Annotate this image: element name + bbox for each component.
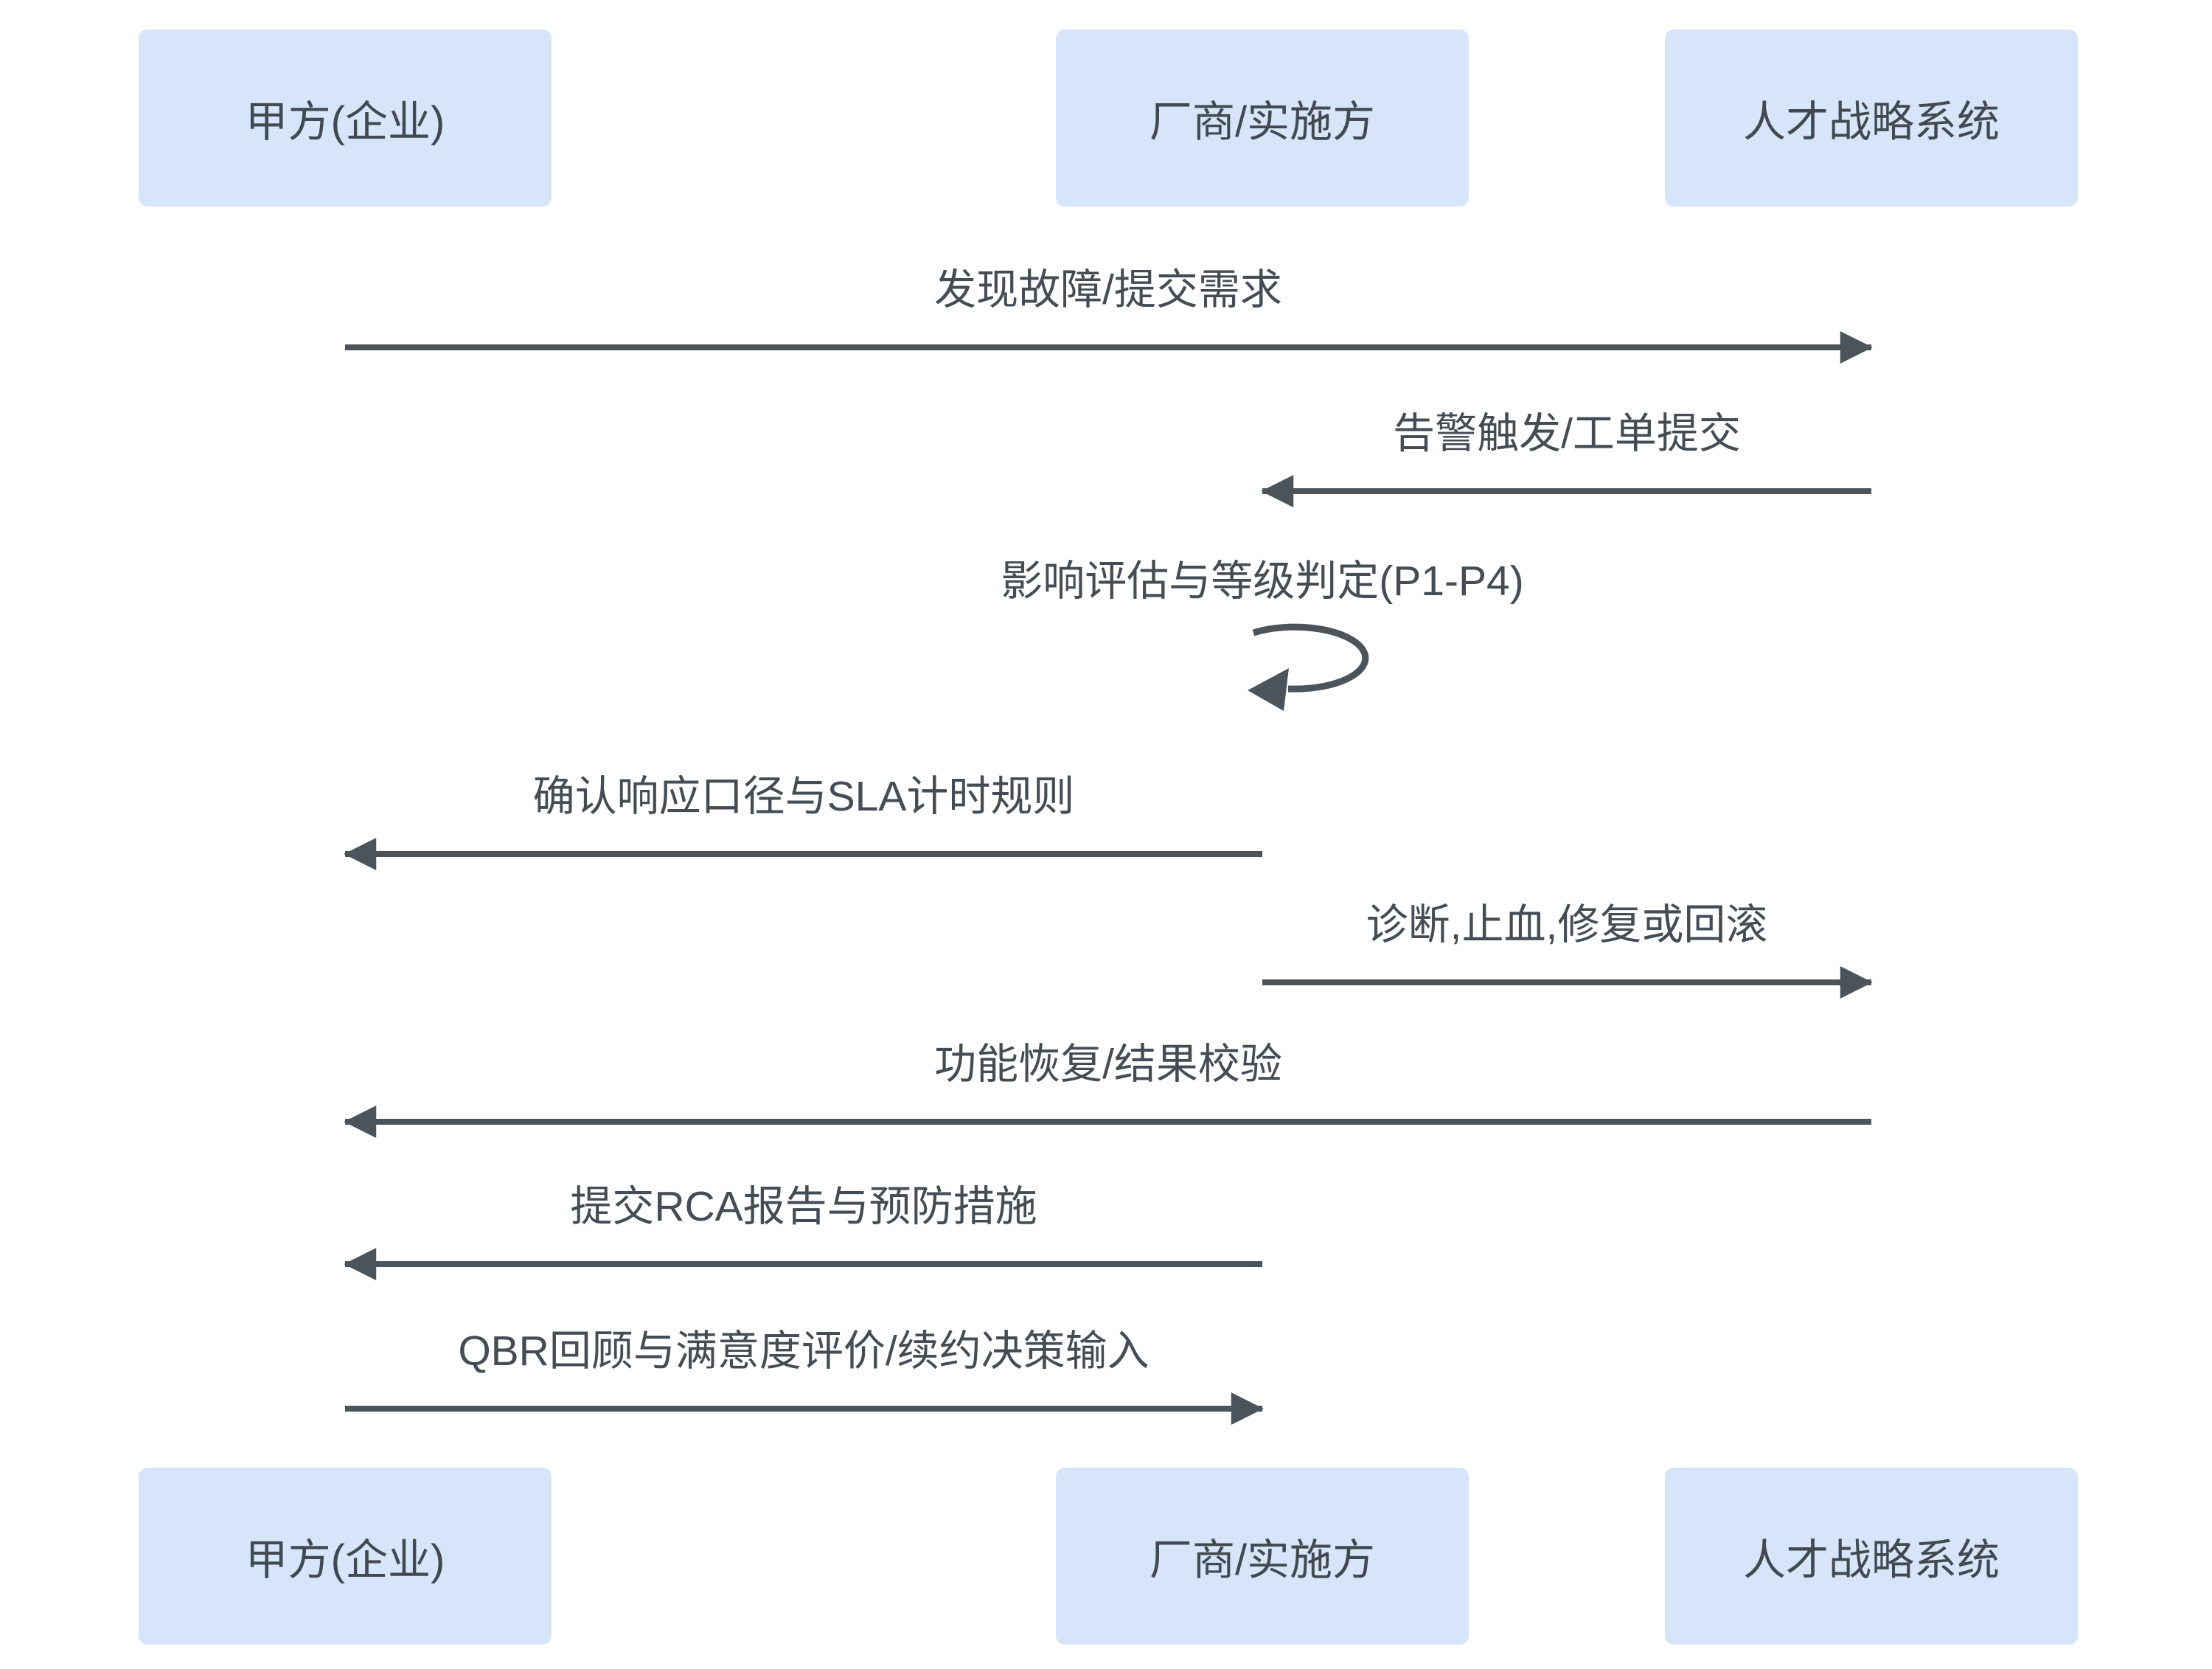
self-loop-arrowhead-icon — [1248, 668, 1289, 711]
actor-box-vendor-top: 厂商/实施方 — [1056, 30, 1469, 207]
actor-box-party-a-top: 甲方(企业) — [139, 30, 552, 207]
actor-label: 甲方(企业) — [245, 1536, 445, 1584]
message-label: 诊断,止血,修复或回滚 — [1366, 901, 1768, 948]
actor-label: 甲方(企业) — [245, 98, 445, 146]
message-label: 提交RCA报告与预防措施 — [570, 1183, 1037, 1230]
message-label: 确认响应口径与SLA计时规则 — [532, 773, 1075, 820]
self-loop-arc — [1252, 623, 1369, 693]
actor-box-party-a-bottom: 甲方(企业) — [139, 1468, 552, 1645]
actor-label: 人才战略系统 — [1742, 98, 2000, 146]
message-label: 发现故障/提交需求 — [934, 266, 1282, 313]
actor-label: 人才战略系统 — [1742, 1536, 2000, 1584]
message-label: 告警触发/工单提交 — [1393, 410, 1741, 457]
actor-box-vendor-bottom: 厂商/实施方 — [1056, 1468, 1469, 1645]
message-label: 影响评估与等级判定(P1-P4) — [1001, 558, 1524, 605]
message-label: 功能恢复/结果校验 — [934, 1041, 1282, 1088]
actor-box-system-top: 人才战略系统 — [1665, 30, 2078, 207]
actor-label: 厂商/实施方 — [1149, 98, 1376, 146]
actor-label: 厂商/实施方 — [1149, 1536, 1376, 1584]
message-label: QBR回顾与满意度评价/续约决策输入 — [458, 1328, 1150, 1375]
actor-box-system-bottom: 人才战略系统 — [1665, 1468, 2078, 1645]
